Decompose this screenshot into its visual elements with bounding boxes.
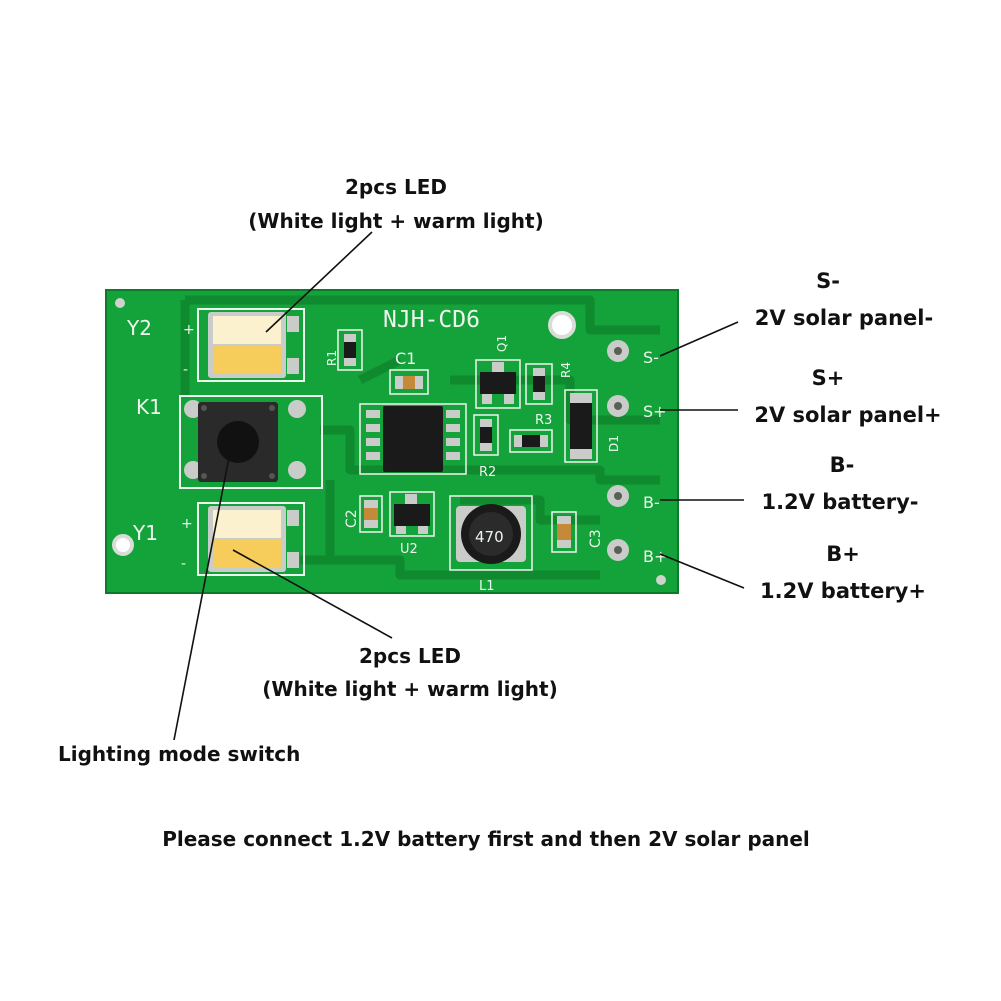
- mounting-hole: [548, 311, 576, 339]
- b-minus-title: B-: [830, 453, 855, 477]
- designator-d1: D1: [607, 435, 621, 452]
- s-minus-title: S-: [816, 269, 840, 293]
- designator-y1: Y1: [132, 521, 158, 545]
- via: [656, 575, 666, 585]
- designator-l1: L1: [479, 579, 495, 594]
- ic-u1: [359, 403, 467, 475]
- designator-r4: R4: [559, 362, 573, 378]
- resistor-r1: [337, 329, 363, 371]
- via: [115, 298, 125, 308]
- led-warm-segment: [213, 540, 281, 568]
- pin-mark-minus: -: [183, 362, 188, 378]
- s-plus-title: S+: [812, 366, 845, 390]
- led-bottom-title: 2pcs LED: [359, 644, 461, 668]
- inductor-code: 470: [475, 528, 504, 546]
- transistor-q1: [475, 359, 521, 409]
- designator-c1: C1: [395, 349, 416, 368]
- callout-lines: [173, 231, 745, 741]
- pin-mark-minus: -: [181, 556, 186, 572]
- b-plus-desc: 1.2V battery+: [760, 579, 926, 603]
- pin-label-s-minus: S-: [643, 348, 659, 367]
- leader-b-plus: [659, 553, 745, 589]
- s-plus-desc: 2V solar panel+: [754, 403, 941, 427]
- led-y1: [197, 502, 305, 576]
- leader-led-bottom: [232, 549, 393, 639]
- s-minus-desc: 2V solar panel-: [755, 306, 933, 330]
- mounting-holes: [112, 298, 666, 585]
- resistor-r2: [473, 414, 499, 456]
- mounting-hole: [112, 534, 134, 556]
- switch-label: Lighting mode switch: [58, 742, 300, 766]
- pcb-board: NJH-CD6 Y2 + - K1: [105, 289, 679, 594]
- designator-u2: U2: [400, 542, 418, 557]
- designator-r3: R3: [535, 413, 552, 428]
- inductor-l1: [449, 495, 533, 571]
- capacitor-c1: [389, 369, 429, 395]
- b-plus-title: B+: [826, 542, 860, 566]
- pin-label-b-plus: B+: [643, 547, 667, 566]
- designator-q1: Q1: [495, 335, 509, 352]
- pin-label-b-minus: B-: [643, 493, 660, 512]
- led-bottom-desc: (White light + warm light): [262, 677, 558, 701]
- designator-c3: C3: [588, 529, 604, 548]
- tactile-switch-k1: [179, 395, 323, 489]
- led-y2: [197, 308, 305, 382]
- pcb-edge: [105, 289, 679, 594]
- pin-mark-plus: +: [181, 516, 193, 532]
- leader-switch: [173, 441, 233, 741]
- designator-r2: R2: [479, 465, 496, 480]
- pin-label-s-plus: S+: [643, 402, 667, 421]
- board-title: NJH-CD6: [383, 307, 480, 333]
- b-minus-desc: 1.2V battery-: [761, 490, 918, 514]
- regulator-u2: [389, 491, 435, 537]
- designator-k1: K1: [136, 395, 162, 419]
- led-warm-segment: [213, 346, 281, 374]
- designator-y2: Y2: [126, 316, 152, 340]
- capacitor-c2: [359, 495, 383, 533]
- designator-r1: R1: [325, 350, 339, 366]
- designator-c2: C2: [344, 509, 360, 528]
- footer-note: Please connect 1.2V battery first and th…: [162, 827, 810, 851]
- solder-pads: [607, 340, 629, 561]
- led-top-desc: (White light + warm light): [248, 209, 544, 233]
- leader-s-minus: [659, 321, 739, 357]
- resistor-r3: [509, 429, 553, 453]
- pin-mark-plus: +: [183, 322, 195, 338]
- leader-led-top: [265, 231, 373, 333]
- led-white-segment: [213, 510, 281, 538]
- diode-d1: [564, 389, 598, 463]
- capacitor-c3: [551, 511, 577, 553]
- resistor-r4: [525, 363, 553, 405]
- led-top-title: 2pcs LED: [345, 175, 447, 199]
- led-white-segment: [213, 316, 281, 344]
